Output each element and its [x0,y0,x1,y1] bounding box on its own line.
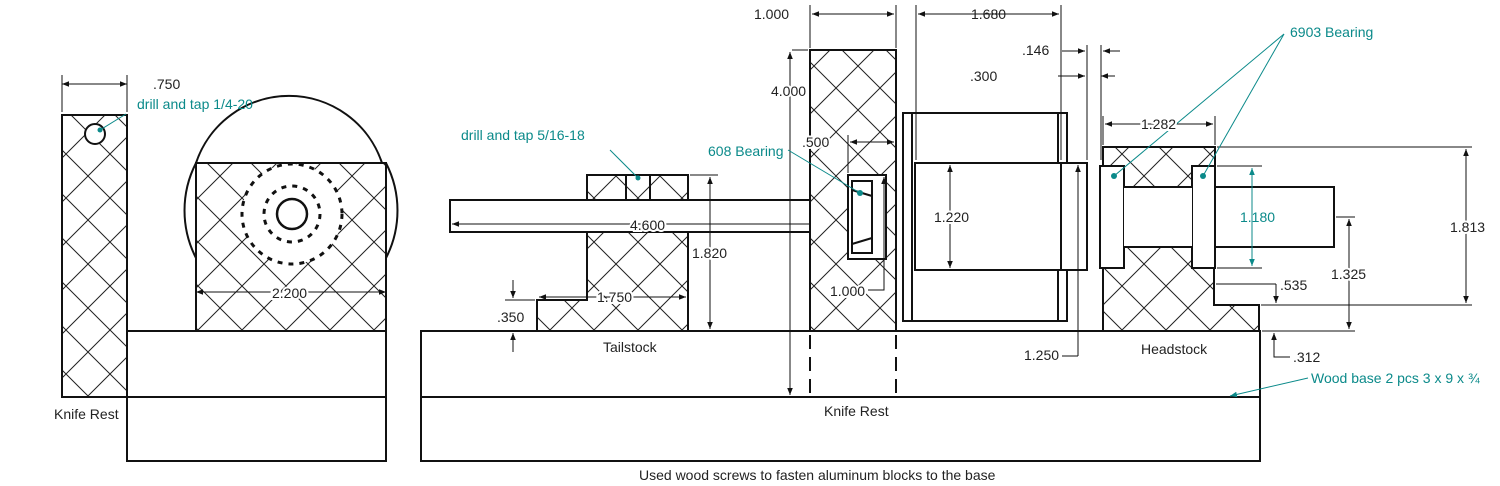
base-lower-board [420,396,1261,462]
dim-1282: 1.282 [1141,116,1176,132]
label-knife-rest-left: Knife Rest [54,406,119,422]
dim-1820: 1.820 [692,245,727,261]
dim-750: .750 [153,76,180,92]
label-headstock: Headstock [1141,341,1208,357]
pulley-right-arc [385,162,399,259]
bearing-inner-hidden [262,184,322,244]
spindle-bore [275,197,309,231]
center-knife-rest [787,5,897,397]
dim-1180: 1.180 [1240,209,1275,225]
bearing-outer-hidden [240,162,344,266]
bearing-6903-right [1191,165,1216,269]
leader-drill-tap-tailstock [609,149,639,179]
left-knife-rest-post [61,114,128,398]
note-wood-base: Wood base 2 pcs 3 x 9 x ¾ [1311,370,1480,386]
left-base-lower [126,396,387,462]
dim-1680: 1.680 [971,6,1006,22]
leader-6903-left [1113,33,1285,177]
note-6903-bearing: 6903 Bearing [1290,24,1373,40]
dim-2200: 2.200 [272,285,307,301]
dim-500: .500 [802,134,829,150]
footer-note: Used wood screws to fasten aluminum bloc… [639,467,996,483]
pulley-left-arc [183,162,197,259]
leader-608-bearing [787,149,861,194]
dim-350: .350 [497,309,524,325]
pulley-top-arc [195,94,383,164]
dim-535: .535 [1280,277,1307,293]
label-tailstock: Tailstock [603,339,658,355]
left-base-upper [126,330,387,398]
tailstock-block [536,174,689,332]
leader-6903-right [1202,33,1285,177]
dim-1250: 1.250 [1024,347,1059,363]
dim-300: .300 [970,68,997,84]
dim-1000-top: 1.000 [754,6,789,22]
base-upper-board [420,330,1261,398]
dim-1000-mid-line [868,177,885,291]
pulley-collar [1060,162,1088,271]
left-end-view [61,75,399,462]
tapped-hole-left [84,123,106,145]
dim-4600: 4.600 [630,217,665,233]
dim-1325: 1.325 [1331,266,1366,282]
main-base [420,330,1261,462]
dim-1813: 1.813 [1450,219,1485,235]
headstock-assembly [902,5,1472,398]
dim-146: .146 [1022,42,1049,58]
note-drill-tap-left: drill and tap 1/4-20 [137,96,253,112]
dim-312: .312 [1293,349,1320,365]
note-608-bearing: 608 Bearing [708,143,784,159]
label-knife-rest-center: Knife Rest [824,403,889,419]
leader-wood-base [1229,377,1309,398]
bearing-clear-area [242,164,342,264]
note-drill-tap-tailstock: drill and tap 5/16-18 [461,127,585,143]
dim-312-line [1273,333,1290,358]
dim-1220: 1.220 [934,209,969,225]
bearing-6903-left [1099,165,1125,269]
dim-1750: 1.750 [597,289,632,305]
pulley-hub [914,162,1062,271]
dim-1000-mid: 1.000 [830,283,865,299]
dim-4000: 4.000 [771,83,806,99]
leader-drill-tap-left [99,113,127,131]
